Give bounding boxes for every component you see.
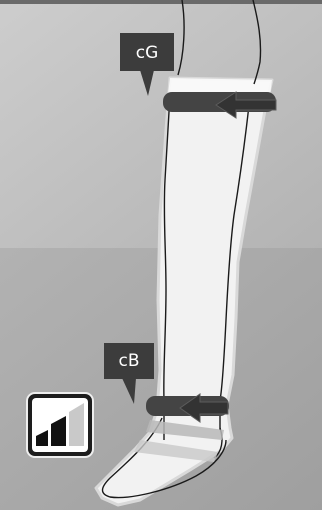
compression-level-button[interactable] <box>26 392 94 458</box>
top-edge <box>0 0 322 4</box>
signal-bars-icon <box>26 392 94 458</box>
